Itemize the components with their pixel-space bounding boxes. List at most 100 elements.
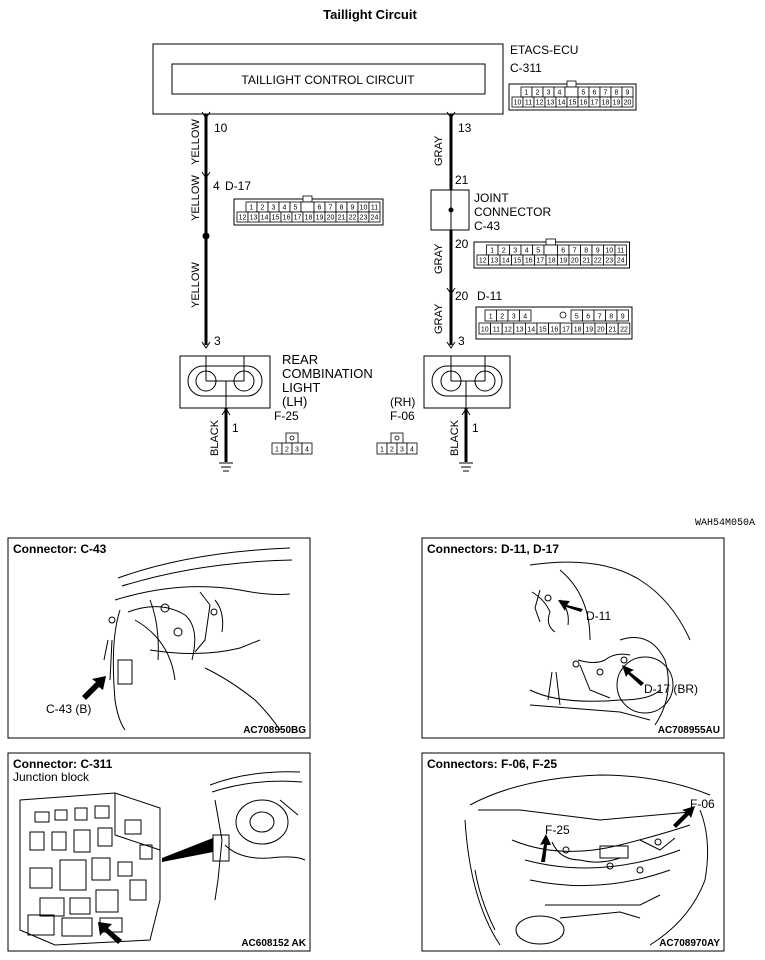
connector-key-slot bbox=[564, 86, 579, 98]
pin-label: 19 bbox=[316, 215, 324, 222]
pin-label: 20 bbox=[624, 100, 632, 107]
panel-c43-illustration bbox=[103, 547, 293, 731]
right-wire-arrow-bottom bbox=[446, 341, 456, 349]
pin-label: 3 bbox=[512, 314, 516, 321]
panel-c43: Connector: C-43 C-43 (B) AC708950BG bbox=[7, 537, 311, 739]
panel-d11-arrow bbox=[558, 600, 583, 612]
pin-label: 9 bbox=[621, 314, 625, 321]
pin-label: 13 bbox=[490, 258, 498, 265]
left-ground-arrow bbox=[221, 408, 231, 416]
pin-label: 21 bbox=[609, 327, 617, 334]
right-ground-symbol bbox=[459, 462, 473, 472]
pin-label: 3 bbox=[513, 248, 517, 255]
panel-f25-arrow bbox=[540, 834, 551, 862]
connector-lock-icon bbox=[289, 435, 295, 441]
pin-label: 18 bbox=[574, 327, 582, 334]
pin-cell bbox=[614, 254, 627, 266]
panel-f06-f25: Connectors: F-06, F-25 F-25 F-06 AC70897… bbox=[421, 752, 725, 952]
right-wire-arrow-d11 bbox=[446, 287, 456, 295]
pin-label: 17 bbox=[536, 258, 544, 265]
d11-connector-label: D-11 bbox=[477, 289, 502, 303]
pin-label: 4 bbox=[558, 90, 562, 97]
pin-label: 12 bbox=[536, 100, 544, 107]
pin-label: 11 bbox=[493, 327, 500, 334]
pin-label: 8 bbox=[340, 205, 344, 212]
pin-label: 11 bbox=[525, 100, 532, 107]
pin-label: 20 bbox=[597, 327, 605, 334]
joint-connector-node bbox=[448, 207, 454, 213]
pin-label: 1 bbox=[489, 314, 493, 321]
pin-label: 13 bbox=[547, 100, 555, 107]
joint-connector-label: C-43 bbox=[474, 219, 500, 233]
pin-label: 18 bbox=[548, 258, 556, 265]
pin-label: 21 bbox=[338, 215, 346, 222]
panel-d17-callout: D-17 (BR) bbox=[644, 682, 698, 696]
ecu-name: ETACS-ECU bbox=[510, 43, 578, 57]
panel-c311-arrow bbox=[98, 922, 122, 944]
connector-lock-icon bbox=[394, 435, 400, 441]
pin-label: 21 bbox=[582, 258, 590, 265]
connector-key bbox=[390, 432, 404, 444]
d17-connector-label: D-17 bbox=[225, 179, 251, 193]
lamp-left-line2: COMBINATION bbox=[282, 366, 373, 381]
panel-d11-d17-illustration bbox=[529, 561, 691, 726]
pin-label: 5 bbox=[575, 314, 579, 321]
pin-cell bbox=[368, 211, 381, 223]
right-pin-bottom: 3 bbox=[458, 334, 465, 348]
left-wire-arrow-bottom bbox=[201, 341, 211, 349]
junction-block-pointer bbox=[162, 838, 213, 862]
pin-label: 12 bbox=[504, 327, 512, 334]
junction-block-illustration bbox=[19, 771, 306, 946]
pin-label: 13 bbox=[250, 215, 258, 222]
panel-f06-callout: F-06 bbox=[690, 797, 715, 811]
pin-label: 8 bbox=[584, 248, 588, 255]
right-lamp bbox=[423, 355, 511, 409]
pin-label: 2 bbox=[390, 447, 394, 454]
pin-label: 23 bbox=[360, 215, 368, 222]
taillight-control-circuit-label: TAILLIGHT CONTROL CIRCUIT bbox=[241, 73, 415, 87]
left-pin-bottom: 3 bbox=[214, 334, 221, 348]
panel-f06-f25-title: Connectors: F-06, F-25 bbox=[427, 757, 557, 771]
joint-label-line2: CONNECTOR bbox=[474, 205, 551, 219]
pin-label: 1 bbox=[525, 90, 529, 97]
panel-f25-callout: F-25 bbox=[545, 823, 570, 837]
right-wire-color-lower: GRAY bbox=[433, 303, 445, 334]
pin-label: 15 bbox=[569, 100, 577, 107]
figure-code: WAH54M050A bbox=[695, 518, 755, 529]
left-ground-symbol bbox=[219, 462, 233, 472]
pin-label: 18 bbox=[602, 100, 610, 107]
pin-label: 3 bbox=[400, 447, 404, 454]
ecu-box bbox=[152, 43, 504, 115]
left-wire-color-lower: YELLOW bbox=[190, 262, 202, 308]
pin-label: 10 bbox=[360, 205, 368, 212]
left-ground-pin: 1 bbox=[232, 421, 239, 435]
pin-label: 9 bbox=[351, 205, 355, 212]
panel-d11-d17: Connectors: D-11, D-17 D-11 D-17 (BR) AC… bbox=[421, 537, 725, 739]
lamp-left-line4: (LH) bbox=[282, 394, 307, 409]
pin-label: 2 bbox=[500, 314, 504, 321]
pin-label: 19 bbox=[613, 100, 621, 107]
pin-label: 12 bbox=[479, 258, 487, 265]
right-wire-color-mid: GRAY bbox=[433, 243, 445, 274]
pin-label: 16 bbox=[525, 258, 533, 265]
pin-cell bbox=[617, 322, 631, 335]
connector-key bbox=[285, 432, 299, 444]
pin-label: 6 bbox=[593, 90, 597, 97]
panel-c311: Connector: C-311 Junction block bbox=[7, 752, 311, 952]
left-pin-mid: 4 bbox=[213, 179, 220, 193]
pin-label: 3 bbox=[272, 205, 276, 212]
pin-label: 8 bbox=[615, 90, 619, 97]
pin-label: 15 bbox=[539, 327, 547, 334]
panel-c43-code: AC708950BG bbox=[243, 725, 306, 736]
pin-label: 14 bbox=[558, 100, 566, 107]
pin-label: 5 bbox=[582, 90, 586, 97]
pin-label: 16 bbox=[551, 327, 559, 334]
pin-label: 13 bbox=[516, 327, 524, 334]
panel-c311-title: Connector: C-311 bbox=[13, 757, 113, 771]
pin-label: 16 bbox=[283, 215, 291, 222]
pin-label: 22 bbox=[620, 327, 628, 334]
pin-label: 22 bbox=[349, 215, 357, 222]
